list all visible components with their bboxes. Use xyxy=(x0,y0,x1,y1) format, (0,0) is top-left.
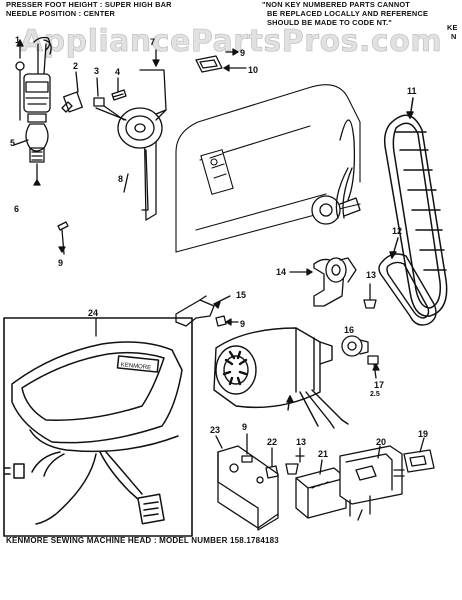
motor-pulley-part-16 xyxy=(341,335,369,357)
callout-10: 10 xyxy=(248,65,259,75)
foot-control-inset xyxy=(3,317,193,537)
tension-bracket-assembly xyxy=(95,49,167,221)
drive-belt-part-12 xyxy=(378,237,437,326)
non-key-note-line3: SHOULD BE MADE TO CODE NT." xyxy=(267,18,392,27)
callout-12: 12 xyxy=(392,226,403,236)
callout-5: 5 xyxy=(10,138,16,148)
non-key-note-line2: BE REPLACED LOCALLY AND REFERENCE xyxy=(267,9,429,18)
needle-position-note: NEEDLE POSITION : CENTER xyxy=(6,9,116,18)
head-pulley xyxy=(311,119,361,225)
stray-mark: 2.5 xyxy=(370,391,380,398)
callout-6: 6 xyxy=(14,204,20,214)
bracket-part-15 xyxy=(175,295,239,327)
callout-19: 19 xyxy=(418,429,429,439)
callout-13-low: 13 xyxy=(296,437,307,447)
callout-13: 13 xyxy=(366,270,377,280)
machine-head-outline xyxy=(175,84,361,253)
callout-4: 4 xyxy=(115,67,121,77)
non-key-note-line1: "NON KEY NUMBERED PARTS CANNOT xyxy=(262,0,411,9)
callout-23: 23 xyxy=(210,425,221,435)
callout-11: 11 xyxy=(407,86,417,96)
clamp-part-10 xyxy=(195,55,247,73)
screw-clamp-set xyxy=(61,71,127,113)
capacitor-part-21 xyxy=(295,459,347,519)
callout-16: 16 xyxy=(344,325,355,335)
edge-fragment-bottom: N xyxy=(451,32,457,41)
screw-parts-9 xyxy=(57,48,239,255)
callout-14: 14 xyxy=(276,267,287,277)
screw-part-17 xyxy=(367,355,380,379)
callout-9-left: 9 xyxy=(58,258,64,268)
callout-17: 17 xyxy=(374,380,385,390)
lamp-socket-assembly xyxy=(13,36,52,186)
bottom-screw-set xyxy=(241,433,305,479)
edge-fragment-top: KE xyxy=(447,23,458,32)
callout-8: 8 xyxy=(118,174,124,184)
callout-2: 2 xyxy=(73,61,79,71)
presser-foot-note: PRESSER FOOT HEIGHT : SUPER HIGH BAR xyxy=(6,0,172,9)
callout-24: 24 xyxy=(88,308,99,318)
callout-9-mid: 9 xyxy=(240,319,246,329)
switch-housing-part-20 xyxy=(339,445,403,521)
callout-22: 22 xyxy=(267,437,278,447)
model-footer: KENMORE SEWING MACHINE HEAD : MODEL NUMB… xyxy=(6,536,279,545)
callout-9-top: 9 xyxy=(240,48,246,58)
switch-part-19 xyxy=(393,437,435,477)
foot-control-pedal: KENMORE xyxy=(3,341,183,525)
motor-part-18 xyxy=(213,327,349,429)
callout-7: 7 xyxy=(150,37,156,47)
bracket-part-23 xyxy=(215,435,279,531)
pedal-brand: KENMORE xyxy=(120,362,151,371)
watermark: AppliancePartsPros.com xyxy=(19,24,443,60)
callout-9-low: 9 xyxy=(242,422,248,432)
drive-belt-part-11 xyxy=(383,97,448,317)
callout-20: 20 xyxy=(376,437,387,447)
callout-1: 1 xyxy=(15,35,21,45)
callout-21: 21 xyxy=(318,449,329,459)
callout-3: 3 xyxy=(94,66,100,76)
screw-part-13 xyxy=(363,283,377,309)
callout-15: 15 xyxy=(236,290,247,300)
pulley-bracket-part-14 xyxy=(289,257,357,307)
